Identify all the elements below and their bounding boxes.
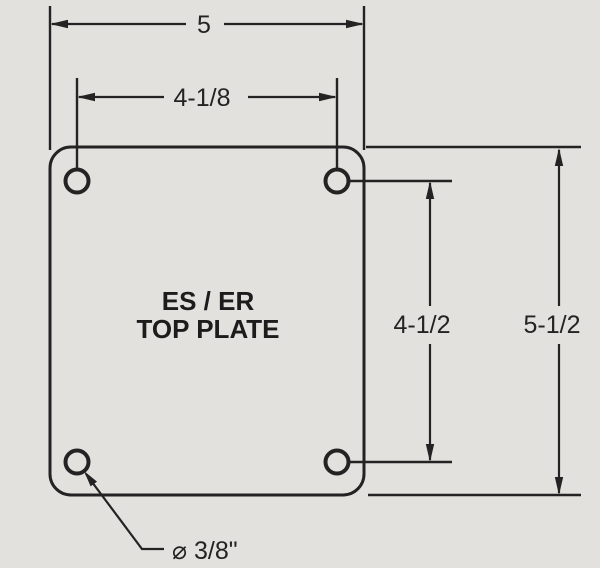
bolt-hole-top-left [63,167,91,195]
hole-spacing-vertical-label: 4-1/2 [394,311,451,339]
hole-spacing-horizontal-label: 4-1/8 [174,84,231,112]
arrowhead-right-icon [346,19,364,29]
dimension-plate-width: 5 [50,11,364,39]
plate-outline [48,145,366,497]
arrowhead-down-icon [425,444,435,462]
leader-arrowhead-icon [84,471,97,487]
hole-diameter-callout: ⌀ 3/8" [84,471,238,565]
arrowhead-up-icon [554,148,564,166]
plate-width-label: 5 [197,11,211,39]
dimension-hole-spacing-horizontal: 4-1/8 [77,84,337,112]
plate-height-label: 5-1/2 [524,311,581,339]
hole-diameter-label: ⌀ 3/8" [172,537,238,565]
arrowhead-left-icon [50,19,68,29]
plate-title-line1: ES / ER [162,286,255,316]
bolt-hole-bottom-left [63,448,91,476]
arrowhead-left-icon [77,92,95,102]
bolt-hole-top-right [323,167,351,195]
arrowhead-right-icon [319,92,337,102]
dimension-hole-spacing-vertical: 4-1/2 [394,181,451,462]
arrowhead-down-icon [554,477,564,495]
plate-title: ES / ER TOP PLATE [136,286,279,344]
leader-line [85,473,164,551]
dimension-plate-height: 5-1/2 [524,148,581,495]
plate-title-line2: TOP PLATE [136,314,279,344]
bolt-hole-bottom-right [323,448,351,476]
arrowhead-up-icon [425,181,435,199]
